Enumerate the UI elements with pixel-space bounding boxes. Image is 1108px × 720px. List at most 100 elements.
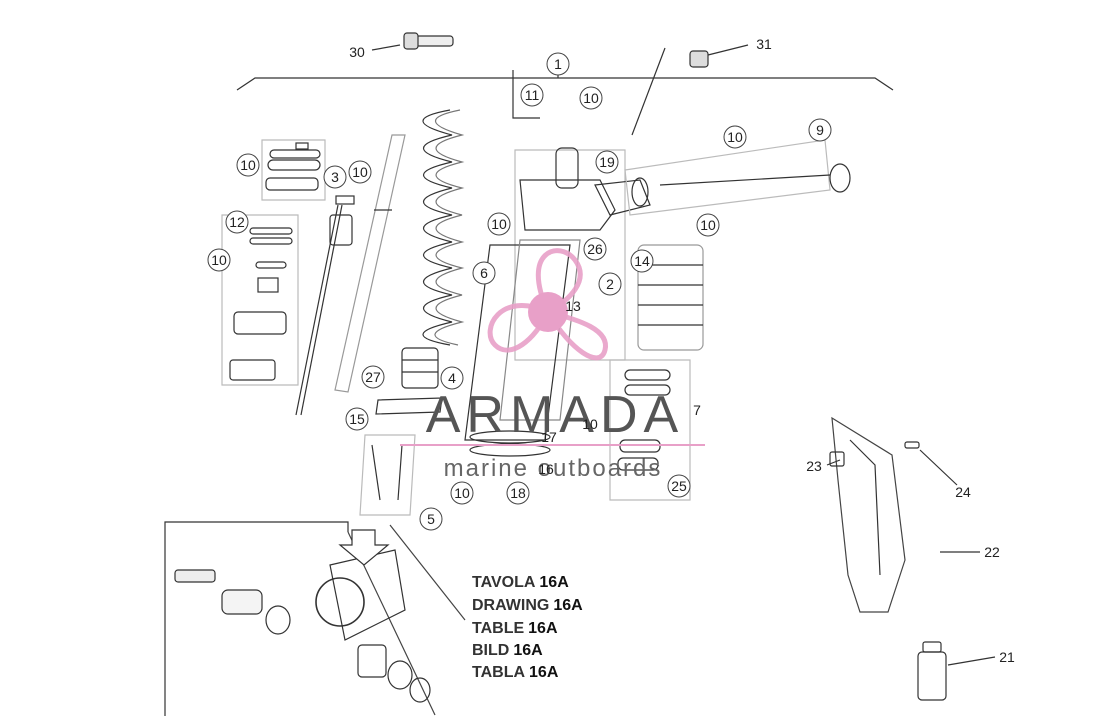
label-code-it: 16A [539,574,569,591]
callout-number: 10 [211,252,227,268]
callout-10-2: 10 [236,153,260,177]
callout-number: 12 [229,214,245,230]
callout-circle [667,474,691,498]
callout-number: 31 [756,36,772,52]
callout-24: 24 [955,484,971,500]
label-word-en: DRAWING [472,597,550,614]
callout-23: 23 [806,458,822,474]
callout-circle [583,237,607,261]
callout-30: 30 [349,44,365,60]
watermark-subtitle: marine outboards [444,455,663,482]
callout-13: 13 [565,298,581,314]
callout-25: 25 [667,474,691,498]
callout-3: 3 [323,165,347,189]
callout-2: 2 [598,272,622,296]
callout-number: 17 [541,429,557,445]
callout-18: 18 [506,481,530,505]
callout-number: 7 [693,402,701,418]
callout-number: 10 [582,416,598,432]
callout-10-4: 10 [207,248,231,272]
callout-circle [579,86,603,110]
callout-circle [487,212,511,236]
callout-21: 21 [999,649,1015,665]
callout-circle [472,261,496,285]
callout-10-6: 10 [723,125,747,149]
callout-circle [595,150,619,174]
callout-number: 10 [727,129,743,145]
callout-number: 10 [700,217,716,233]
watermark: ARMADA marine outboards [400,248,705,482]
callout-5: 5 [419,507,443,531]
label-word-it: TAVOLA [472,574,536,591]
callout-15: 15 [345,407,369,431]
callout-number: 27 [365,369,381,385]
callout-number: 10 [583,90,599,106]
callout-number: 21 [999,649,1015,665]
callout-number: 5 [427,511,435,527]
callout-26: 26 [583,237,607,261]
callout-number: 15 [349,411,365,427]
callout-circle [236,153,260,177]
callout-12: 12 [225,210,249,234]
callout-circle [323,165,347,189]
callout-number: 10 [454,485,470,501]
callout-31: 31 [756,36,772,52]
callout-circle [207,248,231,272]
callout-19: 19 [595,150,619,174]
callout-27: 27 [361,365,385,389]
callout-number: 19 [599,154,615,170]
callout-7: 7 [693,402,701,418]
watermark-title: ARMADA [426,386,684,444]
callout-number: 30 [349,44,365,60]
callout-4: 4 [440,366,464,390]
callout-17: 17 [541,429,557,445]
callout-10-3: 10 [348,160,372,184]
callout-number: 10 [240,157,256,173]
callout-number: 10 [352,164,368,180]
callout-number: 4 [448,370,456,386]
label-code-es: 16A [529,664,559,681]
callout-number: 9 [816,122,824,138]
callout-number: 26 [587,241,603,257]
callout-number: 10 [491,216,507,232]
callout-22: 22 [984,544,1000,560]
callout-number: 23 [806,458,822,474]
callout-circle [225,210,249,234]
callout-number: 22 [984,544,1000,560]
callout-10: 10 [579,86,603,110]
callout-number: 25 [671,478,687,494]
callout-number: 16 [538,461,554,477]
callout-circle [546,52,570,76]
callout-circle [696,213,720,237]
callout-circle [506,481,530,505]
label-code-de: 16A [513,642,543,659]
callout-circle [348,160,372,184]
callout-11: 11 [520,83,544,107]
callout-circle [440,366,464,390]
callout-9: 9 [808,118,832,142]
callout-circle [345,407,369,431]
callout-circle [520,83,544,107]
callout-10-7: 10 [696,213,720,237]
callout-6: 6 [472,261,496,285]
callout-number: 14 [634,253,650,269]
callout-circle [361,365,385,389]
callout-number: 1 [554,56,562,72]
callout-number: 24 [955,484,971,500]
callout-circle [630,249,654,273]
callout-circle [450,481,474,505]
callout-10-9: 10 [450,481,474,505]
callout-circle [419,507,443,531]
label-word-de: BILD [472,642,510,659]
callout-1: 1 [546,52,570,76]
label-code-fr: 16A [528,620,558,637]
callout-number: 11 [525,87,540,103]
label-code-en: 16A [553,597,583,614]
